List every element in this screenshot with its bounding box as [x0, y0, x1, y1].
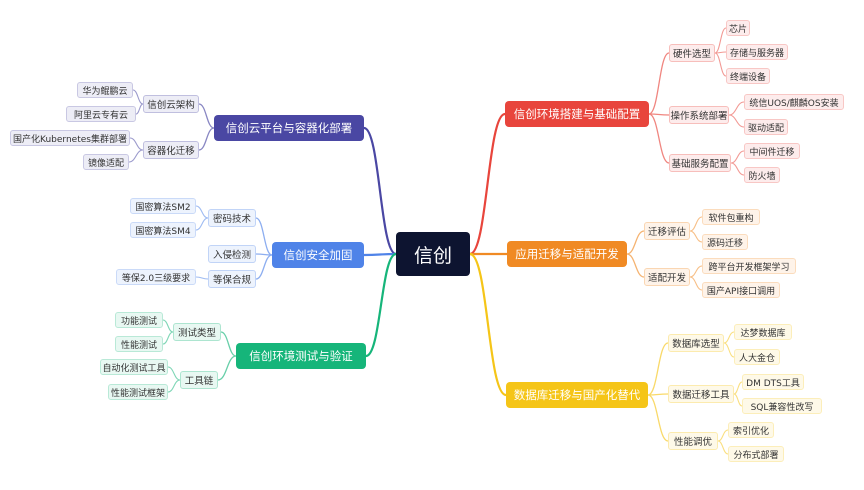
connector: [723, 331, 735, 344]
connector: [626, 253, 645, 278]
leaf-node[interactable]: SQL兼容性改写: [742, 398, 822, 414]
connector: [717, 440, 729, 455]
leaf-node[interactable]: 芯片: [726, 20, 750, 36]
leaf-node[interactable]: 统信UOS/麒麟OS安装: [744, 94, 844, 110]
connector: [647, 393, 669, 396]
branch-node[interactable]: 信创云平台与容器化部署: [214, 115, 364, 141]
connector: [689, 216, 703, 232]
branch-node[interactable]: 信创安全加固: [272, 242, 364, 268]
connector: [255, 217, 273, 256]
connector: [135, 103, 144, 115]
connector: [648, 52, 670, 115]
connector: [167, 379, 181, 393]
connector: [730, 162, 745, 176]
connector: [365, 252, 397, 358]
leaf-node[interactable]: 镜像适配: [83, 154, 129, 170]
leaf-node[interactable]: 源码迁移: [702, 234, 748, 250]
connector: [689, 276, 703, 291]
root-node[interactable]: 信创: [396, 232, 470, 276]
subtopic-node[interactable]: 数据库选型: [668, 334, 724, 352]
connector: [220, 331, 237, 357]
subtopic-node[interactable]: 信创云架构: [143, 95, 199, 113]
connector: [733, 381, 743, 395]
connector: [723, 342, 735, 358]
connector: [195, 217, 209, 231]
connector: [217, 355, 237, 381]
leaf-node[interactable]: 性能测试框架: [108, 384, 168, 400]
connector: [714, 27, 727, 54]
branch-node[interactable]: 数据库迁移与国产化替代: [506, 382, 648, 408]
leaf-node[interactable]: 达梦数据库: [734, 324, 792, 340]
connector: [162, 331, 174, 345]
connector: [728, 101, 745, 116]
connector: [717, 429, 729, 442]
leaf-node[interactable]: 索引优化: [728, 422, 774, 438]
subtopic-node[interactable]: 密码技术: [208, 209, 256, 227]
connector: [363, 126, 397, 256]
leaf-node[interactable]: 人大金仓: [734, 349, 780, 365]
subtopic-node[interactable]: 硬件选型: [669, 44, 715, 62]
leaf-node[interactable]: 国密算法SM4: [130, 222, 196, 238]
subtopic-node[interactable]: 数据迁移工具: [668, 385, 734, 403]
leaf-node[interactable]: DM DTS工具: [742, 374, 804, 390]
connector: [714, 52, 727, 77]
subtopic-node[interactable]: 工具链: [180, 371, 218, 389]
connector: [129, 137, 144, 151]
leaf-node[interactable]: 国密算法SM2: [130, 198, 196, 214]
subtopic-node[interactable]: 操作系统部署: [669, 106, 729, 124]
connector: [647, 342, 669, 396]
subtopic-node[interactable]: 基础服务配置: [669, 154, 731, 172]
leaf-node[interactable]: 驱动适配: [744, 119, 788, 135]
connector: [162, 319, 174, 333]
branch-node[interactable]: 应用迁移与适配开发: [507, 241, 627, 267]
connector: [647, 394, 669, 442]
connector: [195, 276, 209, 280]
connector: [132, 89, 144, 105]
subtopic-node[interactable]: 入侵检测: [208, 245, 256, 263]
connector: [728, 114, 745, 128]
connector: [128, 149, 144, 163]
leaf-node[interactable]: 软件包重构: [702, 209, 760, 225]
leaf-node[interactable]: 性能测试: [115, 336, 163, 352]
connector: [689, 265, 703, 278]
subtopic-node[interactable]: 测试类型: [173, 323, 221, 341]
connector: [733, 393, 743, 407]
leaf-node[interactable]: 自动化测试工具: [100, 359, 168, 375]
leaf-node[interactable]: 国产化Kubernetes集群部署: [10, 130, 130, 146]
connector: [255, 254, 273, 280]
connector: [648, 113, 670, 116]
connector: [689, 230, 703, 243]
connector: [167, 366, 181, 381]
leaf-node[interactable]: 防火墙: [744, 167, 780, 183]
connector: [730, 150, 745, 164]
leaf-node[interactable]: 终端设备: [726, 68, 770, 84]
leaf-node[interactable]: 华为鲲鹏云: [77, 82, 133, 98]
subtopic-node[interactable]: 等保合规: [208, 270, 256, 288]
branch-node[interactable]: 信创环境搭建与基础配置: [505, 101, 649, 127]
connector: [198, 127, 215, 151]
connector: [198, 103, 215, 129]
connector: [648, 113, 670, 164]
leaf-node[interactable]: 分布式部署: [728, 446, 784, 462]
connector: [626, 230, 645, 255]
subtopic-node[interactable]: 容器化迁移: [143, 141, 199, 159]
subtopic-node[interactable]: 性能调优: [668, 432, 718, 450]
connector: [363, 252, 397, 257]
leaf-node[interactable]: 存储与服务器: [726, 44, 788, 60]
leaf-node[interactable]: 国产API接口调用: [702, 282, 780, 298]
connector: [195, 205, 209, 219]
connector: [469, 112, 506, 256]
leaf-node[interactable]: 跨平台开发框架学习: [702, 258, 796, 274]
leaf-node[interactable]: 功能测试: [115, 312, 163, 328]
subtopic-node[interactable]: 迁移评估: [644, 222, 690, 240]
leaf-node[interactable]: 阿里云专有云: [66, 106, 136, 122]
leaf-node[interactable]: 等保2.0三级要求: [116, 269, 196, 285]
branch-node[interactable]: 信创环境测试与验证: [236, 343, 366, 369]
connector: [469, 252, 507, 397]
subtopic-node[interactable]: 适配开发: [644, 268, 690, 286]
leaf-node[interactable]: 中间件迁移: [744, 143, 800, 159]
